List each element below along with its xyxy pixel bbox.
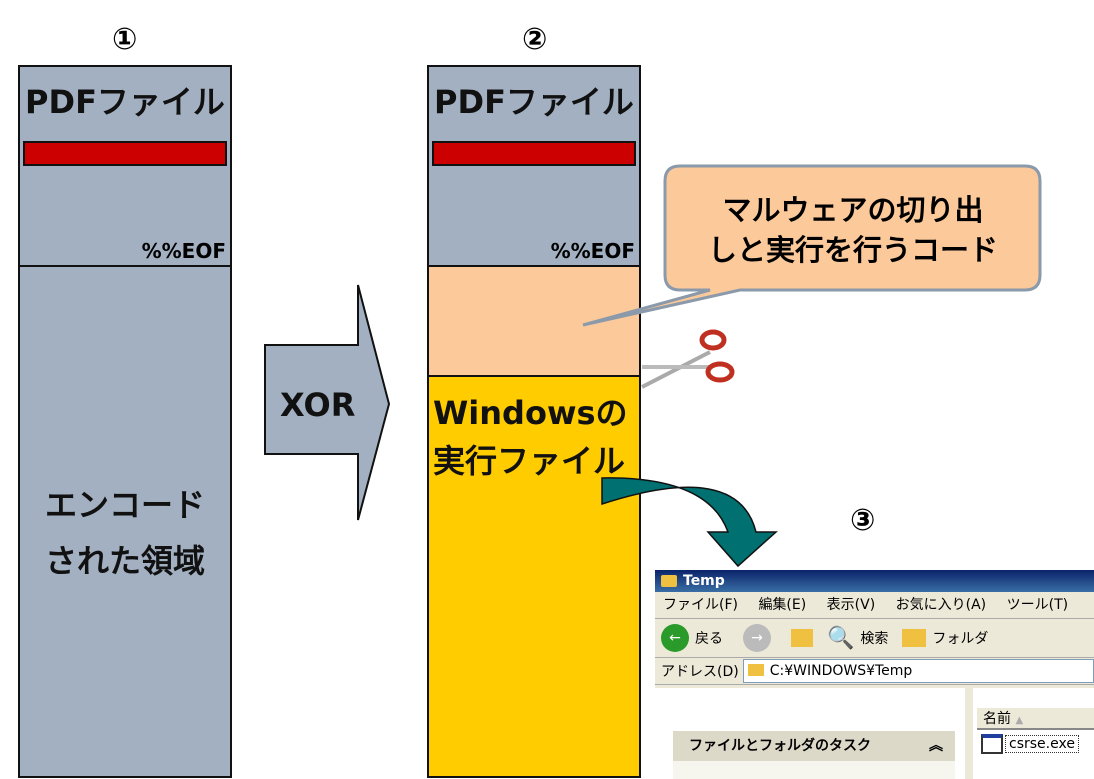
encoded-pdf-block: PDFファイル %%EOF エンコード された領域	[18, 65, 232, 778]
xor-arrow	[264, 284, 391, 521]
address-label: アドレス(D)	[661, 664, 739, 680]
search-button[interactable]: 検索	[860, 631, 889, 647]
windows-exe-label: Windowsの 実行ファイル	[433, 394, 628, 480]
menu-favorites[interactable]: お気に入り(A)	[895, 597, 987, 613]
menu-view[interactable]: 表示(V)	[826, 597, 876, 613]
dropper-code-region	[429, 265, 639, 377]
callout-bubble	[582, 164, 1042, 327]
xor-label: XOR	[280, 386, 356, 424]
up-folder-icon[interactable]	[791, 629, 813, 647]
search-icon[interactable]: 🔍	[827, 625, 855, 651]
menu-file[interactable]: ファイル(F)	[663, 597, 738, 613]
address-value: C:¥WINDOWS¥Temp	[769, 663, 913, 679]
folders-button[interactable]: フォルダ	[932, 631, 989, 647]
eof-label: %%EOF	[550, 239, 635, 263]
window-title: Temp	[655, 570, 1094, 592]
pdf-header-label: PDFファイル	[25, 83, 225, 121]
red-marker	[432, 141, 636, 166]
folders-icon[interactable]	[902, 629, 927, 647]
encoded-region-label: エンコード された領域	[44, 486, 205, 580]
address-field[interactable]: C:¥WINDOWS¥Temp	[742, 659, 1094, 683]
collapse-icon[interactable]: ︽	[929, 738, 943, 754]
step-2-label: ②	[522, 22, 548, 57]
menu-tools[interactable]: ツール(T)	[1006, 597, 1069, 613]
back-button[interactable]: 戻る	[695, 631, 723, 647]
tasks-header-label: ファイルとフォルダのタスク	[689, 738, 871, 754]
file-name: csrse.exe	[1005, 735, 1079, 753]
scissors-icon	[641, 329, 735, 389]
name-column-header[interactable]: 名前 ▲	[977, 708, 1094, 730]
folder-icon	[661, 575, 677, 587]
explorer-window: Temp ファイル(F) 編集(E) 表示(V) お気に入り(A) ツール(T)…	[655, 570, 1094, 779]
folder-icon	[747, 664, 764, 676]
file-item[interactable]: csrse.exe	[981, 734, 1079, 754]
teal-arrow	[601, 477, 778, 568]
forward-icon[interactable]: →	[743, 624, 771, 652]
eof-label: %%EOF	[141, 239, 226, 263]
step-3-label: ③	[850, 503, 876, 538]
tasks-panel-header[interactable]: ファイルとフォルダのタスク ︽	[673, 731, 955, 761]
back-icon[interactable]: ←	[661, 624, 689, 652]
exe-file-icon	[981, 734, 1003, 754]
pdf-header-label: PDFファイル	[434, 83, 634, 121]
step-1-label: ①	[112, 22, 138, 57]
red-marker	[23, 141, 227, 166]
menu-edit[interactable]: 編集(E)	[758, 597, 807, 613]
callout-text: マルウェアの切り出 しと実行を行うコード	[707, 193, 998, 267]
column-label: 名前	[983, 711, 1011, 727]
decoded-pdf-block: PDFファイル %%EOF Windowsの 実行ファイル	[427, 65, 641, 778]
